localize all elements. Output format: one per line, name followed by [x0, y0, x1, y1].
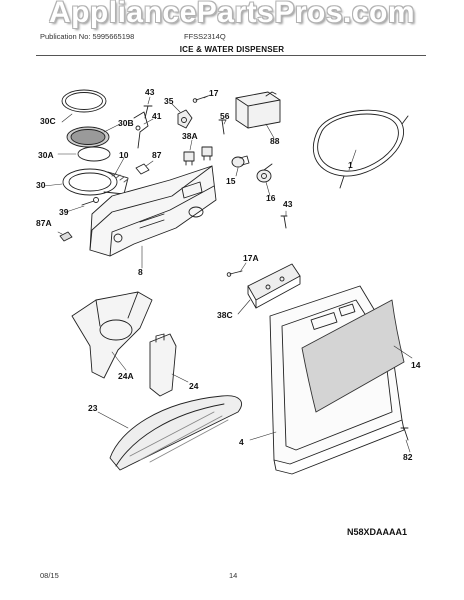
callout-14: 14 [411, 360, 421, 370]
part-24a-funnel [71, 291, 153, 379]
model-number: FFSS2314Q [184, 32, 226, 41]
footer-date: 08/15 [40, 571, 59, 580]
part-16-socket [256, 163, 273, 183]
callout-17a: 17A [243, 253, 259, 263]
callout-38c: 38C [217, 310, 233, 320]
publication-number: Publication No: 5995665198 [40, 32, 135, 41]
callout-88: 88 [270, 136, 280, 146]
callout-10: 10 [119, 150, 129, 160]
callout-8: 8 [138, 267, 143, 277]
callout-30: 30 [36, 180, 46, 190]
callout-24: 24 [189, 381, 199, 391]
callout-43-lower: 43 [283, 199, 293, 209]
part-56-screw [218, 119, 227, 135]
callout-15: 15 [226, 176, 236, 186]
part-82-screw [400, 427, 409, 441]
part-38a-switch [183, 146, 213, 166]
part-35-actuator [177, 109, 193, 129]
callout-24a: 24A [118, 371, 134, 381]
callout-39: 39 [59, 207, 69, 217]
callout-38a: 38A [182, 131, 198, 141]
callout-41: 41 [152, 111, 162, 121]
part-43-screw-lower [280, 215, 288, 229]
callout-1: 1 [348, 160, 353, 170]
part-8-housing [89, 165, 217, 257]
title-rule [36, 55, 426, 56]
callout-82: 82 [403, 452, 413, 462]
callout-30b: 30B [118, 118, 134, 128]
part-43-screw-top [143, 105, 153, 119]
callout-17: 17 [209, 88, 219, 98]
part-23-drip-tray [109, 395, 242, 471]
callout-43-top: 43 [145, 87, 155, 97]
part-87a-clip [59, 231, 73, 242]
callout-30c: 30C [40, 116, 56, 126]
callout-87: 87 [152, 150, 162, 160]
part-15-lamp [231, 155, 250, 168]
callout-35: 35 [164, 96, 174, 106]
footer-page-number: 14 [229, 571, 238, 580]
part-88-solenoid [235, 91, 281, 129]
part-24-paddle [149, 333, 177, 397]
part-30-ring-assembly [62, 168, 129, 196]
part-41-arm [133, 111, 149, 149]
part-30b-filter [66, 126, 110, 148]
part-14-overlay [301, 299, 405, 413]
callout-56: 56 [220, 111, 230, 121]
callout-23: 23 [88, 403, 98, 413]
part-30c-gasket [61, 89, 107, 113]
part-87-bracket [135, 163, 150, 175]
part-39-screw [81, 197, 99, 206]
diagram-code: N58XDAAAA1 [347, 527, 408, 537]
callout-30a: 30A [38, 150, 54, 160]
leader-lines [43, 94, 413, 453]
page-title: ICE & WATER DISPENSER [179, 45, 285, 54]
callout-4: 4 [239, 437, 244, 447]
callout-87a: 87A [36, 218, 52, 228]
part-38c-control-board [247, 263, 301, 309]
part-1-tubing [312, 109, 409, 189]
part-30a-disc [77, 146, 111, 162]
watermark-logo: AppliancePartsPros.com [48, 0, 416, 29]
callout-16: 16 [266, 193, 276, 203]
